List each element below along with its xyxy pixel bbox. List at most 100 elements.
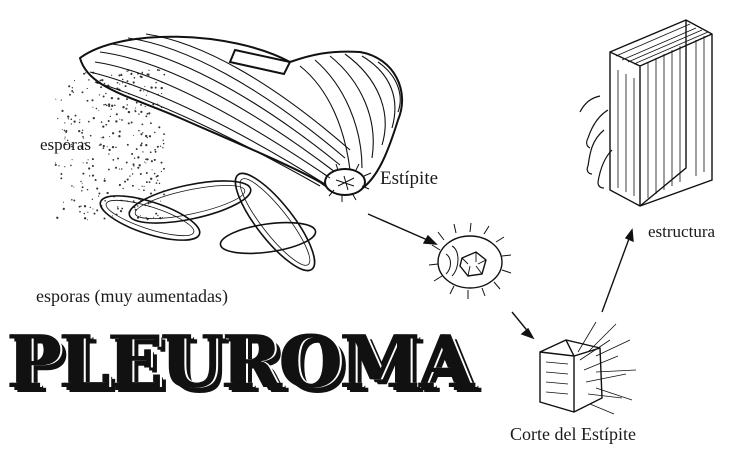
spore-dot — [134, 110, 135, 111]
spore-dot — [142, 151, 143, 152]
spore-dot — [98, 193, 100, 195]
spore-dot — [80, 206, 81, 207]
spore-dot — [129, 175, 130, 176]
spore-dot — [156, 182, 158, 184]
spore-dot — [74, 80, 75, 81]
spore-dot — [96, 188, 98, 190]
spore-dot — [119, 169, 120, 170]
spore-dot — [71, 123, 72, 124]
spore-dot — [84, 205, 86, 207]
spore-dot — [155, 82, 157, 84]
spore-dot — [144, 186, 145, 187]
spore-dot — [104, 200, 106, 202]
arrowhead-1 — [424, 236, 436, 244]
spore-dot — [73, 200, 75, 202]
spore-dot — [104, 178, 105, 179]
spore-dot — [131, 153, 133, 155]
spore-dot — [101, 79, 103, 81]
spore-dot — [119, 119, 120, 120]
spore-dot — [103, 95, 105, 97]
spore-dot — [147, 113, 149, 115]
spore-dot — [154, 189, 156, 191]
spore-dot — [147, 137, 148, 138]
spore-dot — [163, 143, 165, 145]
spore-dot — [82, 91, 84, 93]
spore-dot — [146, 74, 148, 76]
spore-dot — [128, 122, 130, 124]
spore-dot — [92, 158, 94, 160]
spore-dot — [118, 135, 120, 137]
spore-dot — [101, 121, 103, 123]
spore-dot — [140, 173, 142, 175]
spore-dot — [142, 124, 144, 126]
spore-dot — [122, 106, 124, 108]
spore-dot — [78, 130, 80, 132]
arrow-cap-to-section — [368, 214, 432, 242]
spore-dot — [155, 151, 157, 153]
spore-dot — [159, 70, 160, 71]
spore-dot — [138, 189, 139, 190]
spore-dot — [163, 139, 164, 140]
spore-dot — [75, 115, 77, 117]
spore-dot — [138, 113, 139, 114]
spore-dot — [55, 162, 56, 163]
spore-dot — [145, 135, 147, 137]
spore-dot — [146, 95, 147, 96]
label-stipe: Estípite — [380, 168, 438, 190]
enlarged-spores — [96, 164, 327, 281]
spore-dot — [145, 162, 146, 163]
spore-dot — [101, 137, 102, 138]
spore-dot — [64, 130, 66, 132]
spore-dot — [108, 120, 110, 122]
spore-dot — [147, 158, 149, 160]
spore-dot — [114, 104, 116, 106]
spore-dot — [161, 93, 162, 94]
spore-dot — [73, 120, 75, 122]
spore-dot — [115, 167, 117, 169]
spore-dot — [82, 183, 83, 184]
stipe-cut-block — [540, 322, 636, 414]
spore-dot — [163, 168, 165, 170]
spore-dot — [153, 217, 154, 218]
spore-dot — [92, 107, 93, 108]
spore-dot — [106, 124, 107, 125]
spore-dot — [79, 122, 80, 123]
spore-dot — [64, 166, 65, 167]
spore-dot — [154, 149, 156, 151]
spore-dot — [134, 158, 135, 159]
spore-dot — [71, 119, 72, 120]
spore-dot — [134, 77, 136, 79]
spore-dot — [126, 98, 128, 100]
spore-dot — [102, 136, 104, 138]
spore-dot — [122, 82, 123, 83]
spore-dot — [140, 215, 141, 216]
spore-dot — [103, 147, 105, 149]
spore-dot — [61, 99, 62, 100]
spore-dot — [157, 69, 159, 71]
spore-dot — [99, 94, 100, 95]
spore-dot — [135, 108, 136, 109]
spore-dot — [88, 167, 90, 169]
spore-dot — [141, 142, 143, 144]
spore-dot — [103, 145, 105, 147]
spore-dot — [117, 82, 119, 84]
spore-dot — [150, 86, 152, 88]
spore-dot — [73, 92, 74, 93]
spore-dot — [71, 199, 73, 201]
spore-dot — [125, 85, 127, 87]
spore-dot — [143, 189, 145, 191]
spore-dot — [157, 146, 159, 148]
spore-dot — [110, 116, 111, 117]
spore-dot — [100, 80, 102, 82]
spore-dot — [128, 111, 130, 113]
spore-dot — [62, 129, 63, 130]
spore-dot — [56, 217, 58, 219]
spore-dot — [69, 94, 71, 96]
spore-dot — [55, 164, 57, 166]
spore-dot — [83, 73, 85, 75]
spore-dot — [111, 75, 112, 76]
spore-dot — [149, 135, 151, 137]
spore-dot — [106, 105, 108, 107]
spore-dot — [122, 79, 124, 81]
spore-dot — [104, 218, 106, 220]
